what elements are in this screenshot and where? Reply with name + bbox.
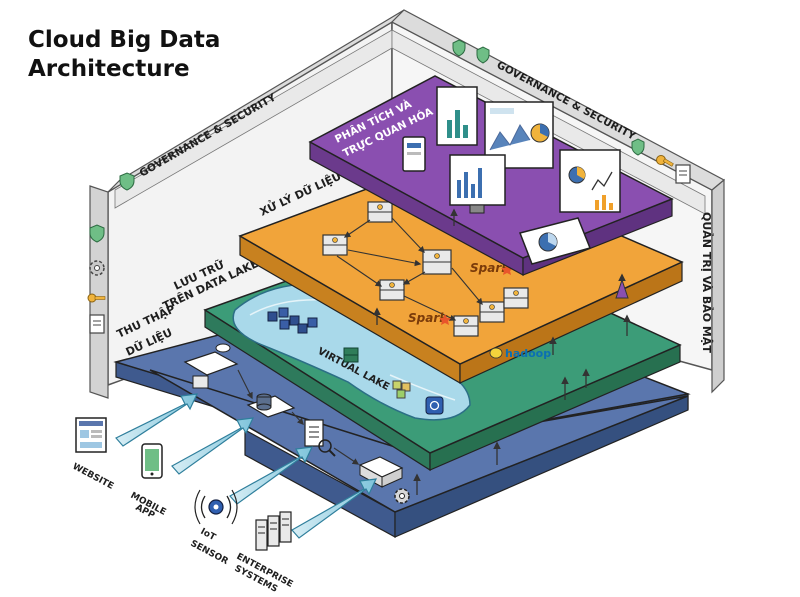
tablet-icon [402, 136, 426, 172]
hadoop-logo: hadoop [489, 347, 551, 360]
star-icon [439, 314, 451, 325]
shield-icon [476, 46, 490, 64]
document-icon [675, 164, 691, 184]
dashboard-icon [559, 149, 621, 213]
data-cube-icon [343, 347, 359, 363]
up-arrow-icon [373, 208, 631, 495]
document-icon [89, 314, 105, 334]
shield-icon [631, 138, 645, 156]
ingest-gateway-icon [183, 343, 239, 389]
data-cube-icon [267, 307, 318, 334]
star-icon [501, 264, 513, 275]
source-flow-arrows [115, 393, 378, 539]
ingestion-flow-lines [237, 369, 360, 465]
pie-report-icon [518, 217, 592, 265]
database-icon [425, 396, 444, 415]
spark-logo-1: Spark [470, 261, 510, 275]
enterprise-server-icon [255, 511, 292, 551]
title-line-2: Architecture [28, 56, 190, 82]
shield-icon [89, 224, 105, 243]
server-node-icon [322, 201, 529, 337]
data-cube-icon [392, 380, 411, 399]
iot-sensor-icon [194, 489, 238, 525]
hadoop-label: hadoop [505, 347, 551, 360]
source-iot-label-2: SENSOR [189, 539, 230, 567]
key-icon [656, 155, 674, 167]
title-line-1: Cloud Big Data [28, 27, 221, 53]
side-label-right: QUẢN TRỊ VÀ BẢO MẬT [700, 212, 714, 353]
source-website-label: WEBSITE [71, 462, 115, 492]
website-icon [75, 417, 107, 453]
mobile-app-icon [141, 443, 163, 479]
router-icon [358, 456, 404, 488]
gear-icon [89, 260, 105, 276]
database-icon [246, 393, 296, 418]
dashboard-icon [449, 154, 506, 214]
gear-icon [394, 488, 410, 504]
key-icon [87, 293, 106, 303]
source-iot-label-1: IoT [199, 527, 218, 544]
shield-icon [452, 39, 466, 57]
page-title: Cloud Big Data Architecture [28, 26, 220, 84]
shield-icon [119, 172, 135, 191]
up-arrow-icon [615, 278, 629, 299]
dashboard-icon [436, 86, 478, 146]
data-flow-lines [336, 217, 483, 321]
checklist-icon [304, 419, 336, 457]
spark-logo-2: Spark [408, 311, 448, 325]
